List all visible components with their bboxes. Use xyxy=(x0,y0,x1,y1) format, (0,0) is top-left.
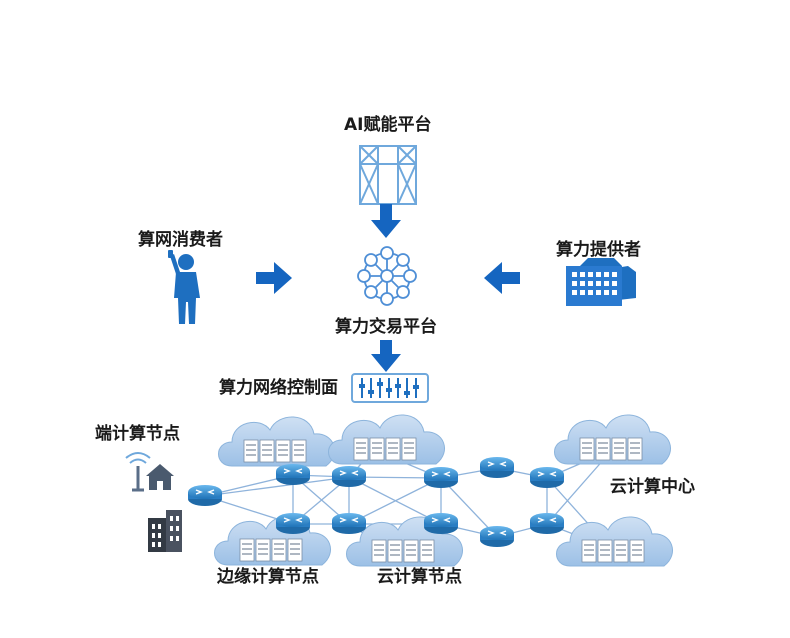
provider-label: 算力提供者 xyxy=(556,240,641,260)
router-icon xyxy=(331,512,367,535)
exchange-label: 算力交易平台 xyxy=(335,317,437,337)
ai-platform-grid-icon xyxy=(359,145,417,205)
endpoint-nodes-label: 端计算节点 xyxy=(95,424,180,444)
control-plane-label: 算力网络控制面 xyxy=(219,378,338,398)
router-icon xyxy=(423,512,459,535)
router-icon xyxy=(275,463,311,486)
arrow-left-icon xyxy=(484,262,520,294)
router-icon xyxy=(275,512,311,535)
router-icon xyxy=(479,525,515,548)
router-icon xyxy=(529,512,565,535)
equalizer-icon xyxy=(351,373,429,403)
cloud-server-icon xyxy=(218,416,336,467)
businessman-icon xyxy=(168,250,200,324)
arrow-down-icon xyxy=(371,204,401,238)
cloud-nodes-label: 云计算节点 xyxy=(377,567,462,587)
ai-platform-label: AI赋能平台 xyxy=(344,115,432,135)
cloud-server-icon xyxy=(556,516,674,567)
building-icon xyxy=(566,258,636,306)
wifi-house-icon xyxy=(125,452,174,492)
router-icon xyxy=(423,466,459,489)
router-icon xyxy=(479,456,515,479)
cloud-server-icon xyxy=(328,414,446,465)
cloud-center-label: 云计算中心 xyxy=(610,477,695,497)
office-building-icon xyxy=(148,510,182,552)
edge-nodes-label: 边缘计算节点 xyxy=(217,567,319,587)
arrow-right-icon xyxy=(256,262,292,294)
cloud-server-icon xyxy=(554,414,672,465)
cloud-server-icon xyxy=(214,515,332,566)
router-icon xyxy=(187,484,223,507)
router-icon xyxy=(529,466,565,489)
exchange-network-icon xyxy=(357,246,417,306)
arrow-down-icon xyxy=(371,340,401,372)
consumer-label: 算网消费者 xyxy=(138,230,223,250)
router-icon xyxy=(331,465,367,488)
